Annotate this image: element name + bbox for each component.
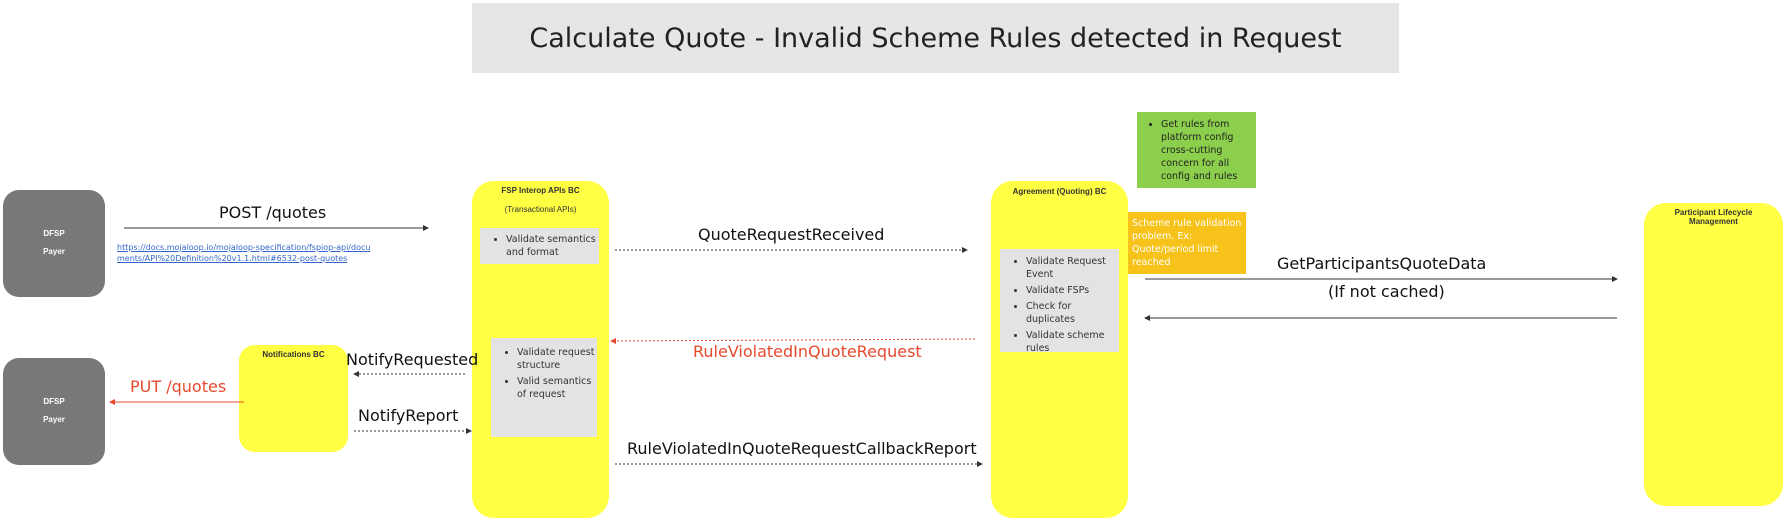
box-validate-request: Validate request structure Valid semanti… <box>491 338 597 437</box>
bc-title: FSP Interop APIs BC <box>501 186 580 195</box>
list-item: Validate FSPs <box>1026 284 1119 297</box>
list-item: Validate semantics and format <box>506 233 599 259</box>
list-item: Get rules from platform config cross-cut… <box>1161 118 1256 183</box>
box-list: Validate Request Event Validate FSPs Che… <box>1000 255 1119 355</box>
arrow-rule-violated <box>610 337 976 344</box>
label-get-participants: GetParticipantsQuoteData <box>1277 254 1487 273</box>
box-list: Validate request structure Valid semanti… <box>491 346 597 401</box>
label-notify-requested: NotifyRequested <box>346 350 479 369</box>
label-put-quotes: PUT /quotes <box>130 377 227 396</box>
label-if-not-cached: (If not cached) <box>1328 282 1445 301</box>
list-item: Validate Request Event <box>1026 255 1119 281</box>
list-item: Valid semantics of request <box>517 375 597 401</box>
note-list: Get rules from platform config cross-cut… <box>1137 118 1256 183</box>
label-notify-report: NotifyReport <box>358 406 459 425</box>
actor-label-line2: Payer <box>43 415 65 424</box>
box-validate-request-event: Validate Request Event Validate FSPs Che… <box>1000 249 1119 355</box>
actor-label-line1: DFSP <box>43 397 65 406</box>
list-item: Check for duplicates <box>1026 300 1119 326</box>
label-callback-report: RuleViolatedInQuoteRequestCallbackReport <box>627 439 977 458</box>
list-item: Validate scheme rules <box>1026 329 1119 355</box>
label-quote-request-received: QuoteRequestReceived <box>698 225 885 244</box>
note-text: Scheme rule validation problem. Ex: Quot… <box>1132 218 1242 268</box>
bc-participant-lifecycle: Participant Lifecycle Management <box>1644 203 1783 506</box>
box-list: Validate semantics and format <box>480 233 599 259</box>
bc-notifications: Notifications BC <box>239 345 348 452</box>
list-item: Validate request structure <box>517 346 597 372</box>
bc-subtitle: (Transactional APIs) <box>504 205 577 214</box>
actor-dfsp-payer-bottom: DFSP Payer <box>3 358 105 465</box>
note-scheme-rule-problem: Scheme rule validation problem. Ex: Quot… <box>1128 212 1246 274</box>
label-rule-violated: RuleViolatedInQuoteRequest <box>693 342 922 361</box>
actor-dfsp-payer-top: DFSP Payer <box>3 190 105 297</box>
note-get-rules: Get rules from platform config cross-cut… <box>1137 112 1256 188</box>
diagram-title-box: Calculate Quote - Invalid Scheme Rules d… <box>472 3 1399 73</box>
link-post-quotes-spec[interactable]: https://docs.mojaloop.io/mojaloop-specif… <box>117 243 371 263</box>
actor-label-line1: DFSP <box>43 229 65 238</box>
box-validate-semantics: Validate semantics and format <box>480 228 599 264</box>
bc-title: Participant Lifecycle Management <box>1674 208 1753 226</box>
diagram-title: Calculate Quote - Invalid Scheme Rules d… <box>529 22 1342 54</box>
bc-title: Agreement (Quoting) BC <box>1012 187 1107 196</box>
label-post-quotes: POST /quotes <box>219 203 327 222</box>
bc-title: Notifications BC <box>262 350 325 359</box>
actor-label-line2: Payer <box>43 247 65 256</box>
